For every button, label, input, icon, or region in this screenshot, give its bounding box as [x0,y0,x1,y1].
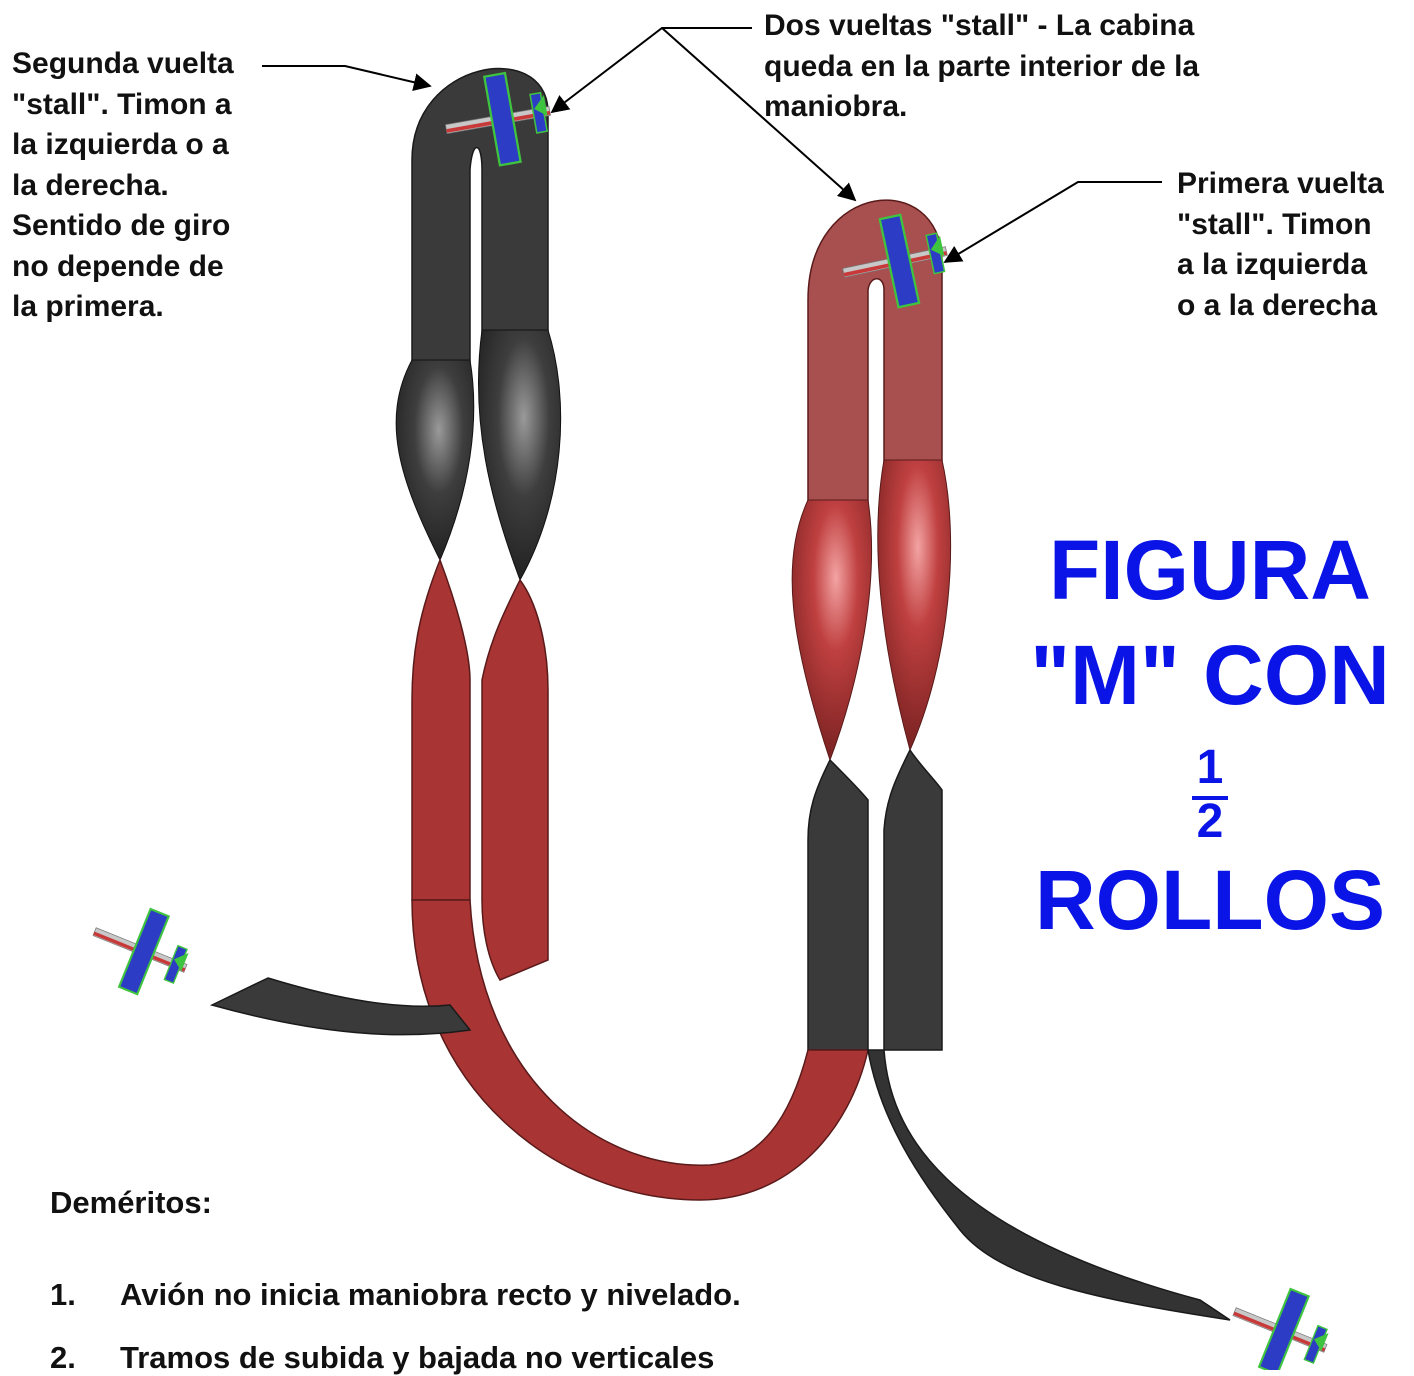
fraction-denominator: 2 [1030,796,1390,848]
demerits-heading: Deméritos: [50,1185,212,1221]
airplane-icon [79,893,201,1008]
demerit-number: 2. [50,1340,120,1376]
annotation-first-stall-turn: Primera vuelta "stall". Timon a la izqui… [1177,164,1384,326]
title-line-2: "M" CON [1030,625,1390,725]
annotation-second-stall-turn: Segunda vuelta "stall". Timon a la izqui… [12,44,234,328]
exit-ribbon [868,1050,1230,1320]
title-line-1: FIGURA [1030,520,1390,620]
title-line-3: ROLLOS [1030,850,1390,950]
right-climb-ribbon [792,200,951,1050]
airplane-icon [1219,1273,1341,1370]
demerit-number: 1. [50,1277,120,1313]
demerit-item: 2.Tramos de subida y bajada no verticale… [50,1340,714,1376]
demerit-item: 1.Avión no inicia maniobra recto y nivel… [50,1277,741,1313]
annotation-two-stall-turns: Dos vueltas "stall" - La cabina queda en… [764,6,1199,128]
demerit-text: Avión no inicia maniobra recto y nivelad… [120,1277,741,1312]
left-climb-ribbon [396,69,561,980]
fraction-numerator: 1 [1030,742,1390,794]
bottom-loop-ribbon [412,900,868,1200]
